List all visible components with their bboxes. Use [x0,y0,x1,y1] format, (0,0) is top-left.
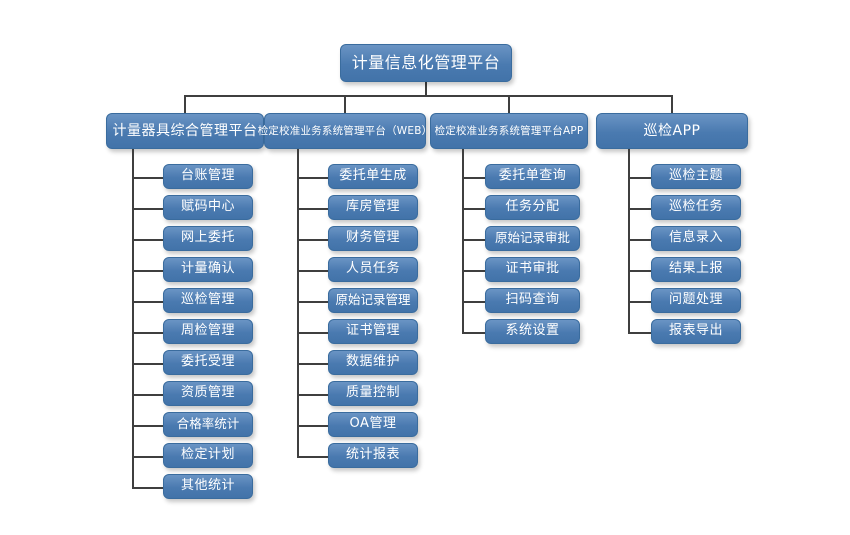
leaf-stub-2-2 [297,207,328,210]
leaf-stub-1-8 [132,393,163,396]
branch-node-1[interactable]: 计量器具综合管理平台 [106,113,264,149]
leaf-node-1-9[interactable]: 合格率统计 [163,412,253,437]
leaf-stub-3-4 [462,269,485,272]
root-node[interactable]: 计量信息化管理平台 [340,44,512,82]
leaf-node-2-2[interactable]: 库房管理 [328,195,418,220]
leaf-stub-4-2 [628,207,651,210]
leaf-stub-4-5 [628,300,651,303]
leaf-node-1-11[interactable]: 其他统计 [163,474,253,499]
leaf-node-1-8[interactable]: 资质管理 [163,381,253,406]
leaf-stub-3-5 [462,300,485,303]
leaf-node-2-4[interactable]: 人员任务 [328,257,418,282]
leaf-stub-2-5 [297,300,328,303]
leaf-stub-1-4 [132,269,163,272]
leaf-node-4-3[interactable]: 信息录入 [651,226,741,251]
leaf-node-3-2[interactable]: 任务分配 [485,195,580,220]
leaf-node-2-9[interactable]: OA管理 [328,412,418,437]
level2-distribution-bar [185,95,672,97]
leaf-stub-1-6 [132,331,163,334]
leaf-stub-1-9 [132,424,163,427]
branch-node-2[interactable]: 检定校准业务系统管理平台（WEB） [258,113,432,149]
leaf-stub-2-9 [297,424,328,427]
leaf-stub-1-10 [132,455,163,458]
leaf-node-2-8[interactable]: 质量控制 [328,381,418,406]
leaf-stub-2-6 [297,331,328,334]
leaf-node-2-6[interactable]: 证书管理 [328,319,418,344]
leaf-node-4-5[interactable]: 问题处理 [651,288,741,313]
level2-drop-connector-2 [344,95,346,113]
leaf-node-2-3[interactable]: 财务管理 [328,226,418,251]
leaf-node-1-2[interactable]: 赋码中心 [163,195,253,220]
leaf-stub-3-2 [462,207,485,210]
leaf-stub-1-2 [132,207,163,210]
leaf-node-3-5[interactable]: 扫码查询 [485,288,580,313]
leaf-stub-1-3 [132,238,163,241]
level2-drop-connector-3 [508,95,510,113]
leaf-node-1-6[interactable]: 周检管理 [163,319,253,344]
leaf-node-1-3[interactable]: 网上委托 [163,226,253,251]
leaf-node-3-1[interactable]: 委托单查询 [485,164,580,189]
branch-node-3[interactable]: 检定校准业务系统管理平台APP [430,113,588,149]
branch-trunk-1 [132,149,134,488]
leaf-stub-4-4 [628,269,651,272]
leaf-stub-3-3 [462,238,485,241]
leaf-node-4-1[interactable]: 巡检主题 [651,164,741,189]
level2-drop-connector-4 [671,95,673,113]
leaf-stub-3-6 [462,331,485,334]
branch-trunk-4 [628,149,630,333]
leaf-stub-2-10 [297,455,328,458]
leaf-stub-1-7 [132,362,163,365]
leaf-node-3-4[interactable]: 证书审批 [485,257,580,282]
leaf-stub-2-3 [297,238,328,241]
leaf-stub-3-1 [462,176,485,179]
leaf-node-2-1[interactable]: 委托单生成 [328,164,418,189]
leaf-stub-2-4 [297,269,328,272]
leaf-node-4-4[interactable]: 结果上报 [651,257,741,282]
leaf-stub-2-7 [297,362,328,365]
leaf-node-1-10[interactable]: 检定计划 [163,443,253,468]
leaf-stub-4-1 [628,176,651,179]
leaf-stub-1-1 [132,176,163,179]
leaf-stub-1-11 [132,486,163,489]
leaf-stub-2-1 [297,176,328,179]
leaf-node-3-3[interactable]: 原始记录审批 [485,226,580,251]
leaf-stub-4-6 [628,331,651,334]
branch-node-4[interactable]: 巡检APP [596,113,748,149]
leaf-node-1-4[interactable]: 计量确认 [163,257,253,282]
leaf-node-2-7[interactable]: 数据维护 [328,350,418,375]
leaf-node-3-6[interactable]: 系统设置 [485,319,580,344]
root-drop-connector [425,82,427,95]
branch-trunk-2 [297,149,299,457]
leaf-node-4-2[interactable]: 巡检任务 [651,195,741,220]
leaf-node-2-5[interactable]: 原始记录管理 [328,288,418,313]
leaf-node-4-6[interactable]: 报表导出 [651,319,741,344]
leaf-node-2-10[interactable]: 统计报表 [328,443,418,468]
branch-trunk-3 [462,149,464,333]
leaf-node-1-1[interactable]: 台账管理 [163,164,253,189]
leaf-node-1-5[interactable]: 巡检管理 [163,288,253,313]
leaf-stub-2-8 [297,393,328,396]
level2-drop-connector-1 [184,95,186,113]
leaf-stub-4-3 [628,238,651,241]
leaf-stub-1-5 [132,300,163,303]
leaf-node-1-7[interactable]: 委托受理 [163,350,253,375]
